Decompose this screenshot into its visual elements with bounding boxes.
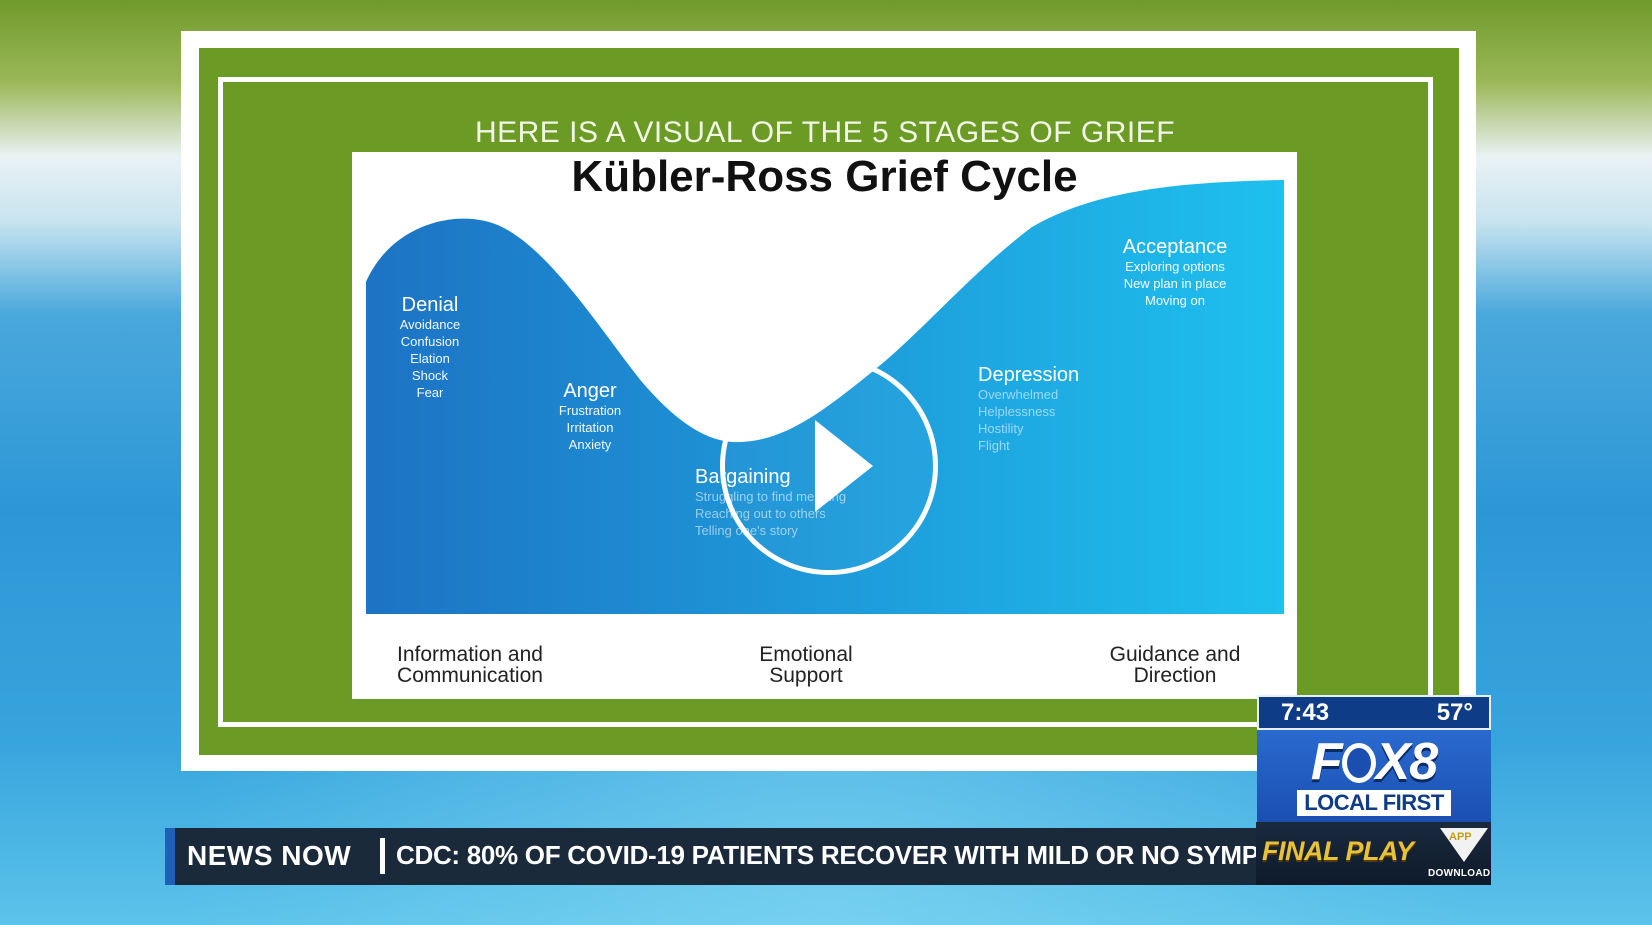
stage-detail: New plan in place (1123, 276, 1227, 291)
support-emotional: Emotional Support (736, 644, 876, 686)
stage-detail: Confusion (400, 334, 460, 349)
chart-title: Kübler-Ross Grief Cycle (571, 152, 1078, 201)
stage-name: Denial (401, 294, 459, 316)
support-information: Information and Communication (372, 644, 568, 686)
support-line: Guidance and (1109, 643, 1241, 666)
station-tagline: LOCAL FIRST (1297, 790, 1451, 816)
promo-title: FINAL PLAY (1262, 836, 1414, 866)
promo-download: DOWNLOAD (1428, 868, 1491, 879)
news-ticker: NEWS NOW CDC: 80% OF COVID-19 PATIENTS R… (165, 828, 1333, 885)
stage-detail: Flight (978, 438, 1010, 453)
stage-detail: Helplessness (978, 404, 1056, 419)
stage-detail: Anxiety (568, 437, 612, 452)
stage-detail: Overwhelmed (978, 387, 1059, 402)
slide-heading: HERE IS A VISUAL OF THE 5 STAGES OF GRIE… (474, 116, 1176, 149)
stage-detail: Shock (411, 368, 449, 383)
support-line: Information and (397, 643, 543, 666)
play-icon (815, 420, 873, 512)
stage-detail: Hostility (978, 421, 1024, 436)
stage-denial: Denial Avoidance Confusion Elation Shock… (380, 294, 480, 401)
support-guidance: Guidance and Direction (1090, 644, 1260, 686)
support-line: Emotional (759, 643, 853, 666)
support-line: Communication (397, 664, 543, 687)
support-line: Support (769, 664, 843, 687)
stage-acceptance: Acceptance Exploring options New plan in… (1100, 236, 1250, 309)
ticker-tag: NEWS NOW (187, 840, 352, 871)
ticker-headline: CDC: 80% OF COVID-19 PATIENTS RECOVER WI… (396, 840, 1333, 870)
ticker-divider (380, 838, 385, 874)
stage-detail: Elation (410, 351, 450, 366)
stage-detail: Moving on (1145, 293, 1205, 308)
grief-cycle-wave (366, 180, 1284, 614)
fleur-de-lis-icon (1341, 743, 1376, 783)
stage-detail: Fear (416, 385, 444, 400)
temperature: 57° (1436, 699, 1473, 726)
support-line: Direction (1133, 664, 1217, 687)
download-arrow-icon (1440, 828, 1488, 862)
slide-inner-frame (218, 77, 1433, 727)
stage-detail: Exploring options (1125, 259, 1225, 274)
stage-detail: Avoidance (399, 317, 461, 332)
stage-name: Depression (978, 364, 1080, 386)
clock-time: 7:43 (1281, 699, 1330, 726)
stage-name: Acceptance (1122, 236, 1228, 258)
stage-detail: Frustration (558, 403, 622, 418)
promo-badge: APP (1449, 831, 1472, 843)
play-button[interactable] (720, 357, 938, 575)
stage-detail: Irritation (566, 420, 614, 435)
app-promo: FINAL PLAY APP DOWNLOAD (1256, 822, 1491, 885)
stage-name: Anger (563, 380, 617, 402)
station-clock-bar: 7:43 57° (1257, 695, 1491, 730)
stage-depression: Depression Overwhelmed Helplessness Host… (978, 364, 1079, 454)
stage-anger: Anger Frustration Irritation Anxiety (540, 380, 640, 453)
wave-shape (366, 180, 1284, 614)
